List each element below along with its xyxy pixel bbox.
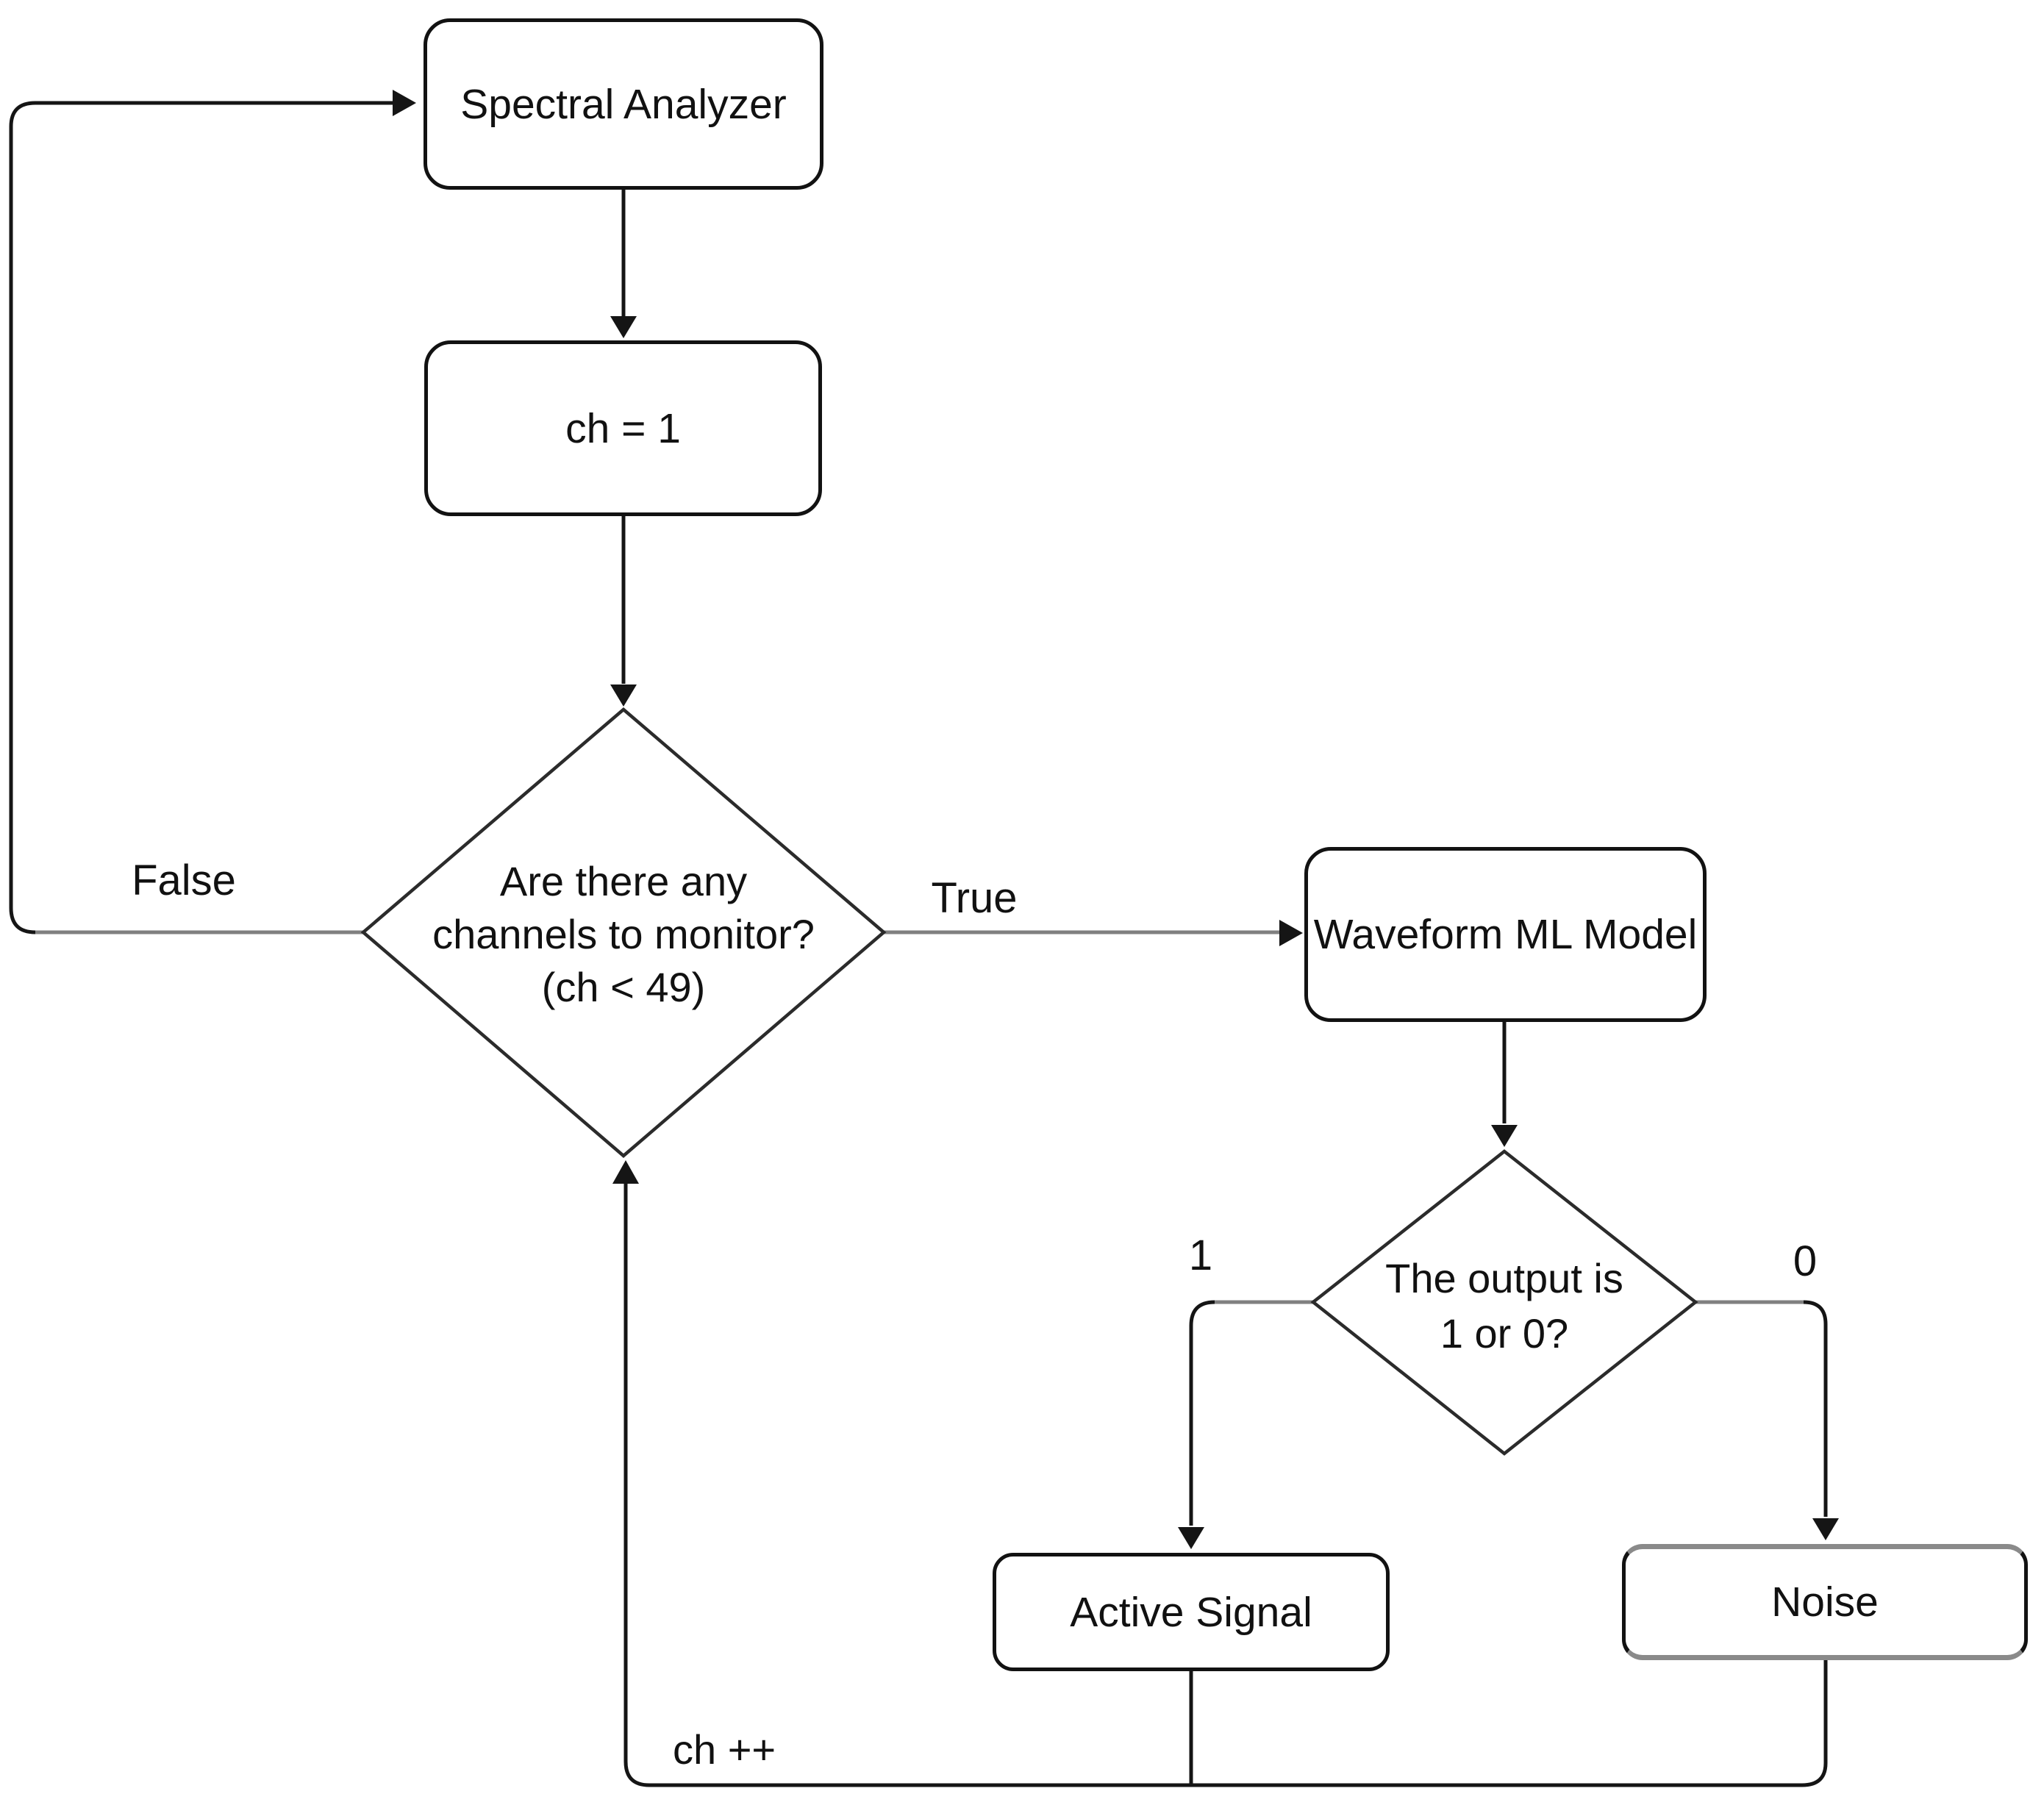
edge-increment-rail — [623, 1184, 1828, 1787]
arrowhead-into-spectral — [393, 90, 416, 116]
edge-label-false: False — [132, 857, 236, 904]
edge-label-increment: ch ++ — [673, 1726, 776, 1773]
diamond-output-decision — [1310, 1149, 1698, 1456]
edge-one-vertical — [1189, 1300, 1215, 1526]
diamond-channels-decision-line1: Are there any — [499, 858, 748, 904]
node-active-signal: Active Signal — [993, 1553, 1390, 1671]
diamond-channels-decision-line3: (ch < 49) — [541, 964, 706, 1010]
diamond-output-decision-text: The output is 1 or 0? — [1357, 1251, 1651, 1361]
diamond-output-decision-line1: The output is — [1385, 1255, 1623, 1301]
arrowhead-into-decision-top — [610, 685, 637, 707]
node-waveform-ml-model-label: Waveform ML Model — [1313, 911, 1698, 958]
arrowhead-into-waveform — [1279, 920, 1303, 946]
diamond-channels-decision-text: Are there any channels to monitor? (ch <… — [396, 855, 851, 1014]
arrowhead-into-output-decision — [1491, 1125, 1518, 1147]
edge-label-true: True — [931, 874, 1018, 922]
node-noise: Noise — [1622, 1544, 2028, 1660]
edge-zero-vertical — [1803, 1300, 1828, 1517]
arrowhead-into-noise — [1812, 1518, 1839, 1540]
diamond-channels-decision — [360, 707, 887, 1158]
edge-label-one: 1 — [1188, 1232, 1213, 1279]
node-spectral-analyzer: Spectral Analyzer — [424, 18, 823, 190]
edge-false-loop — [9, 101, 393, 934]
node-spectral-analyzer-label: Spectral Analyzer — [460, 80, 787, 128]
diamond-output-decision-line2: 1 or 0? — [1440, 1310, 1569, 1357]
node-active-signal-label: Active Signal — [1070, 1588, 1312, 1636]
arrowhead-into-decision-bottom — [612, 1160, 639, 1184]
arrowhead-into-active-signal — [1178, 1527, 1204, 1549]
arrowhead-into-chinit — [610, 316, 637, 338]
diamond-channels-decision-line2: channels to monitor? — [432, 911, 815, 957]
edge-label-zero: 0 — [1793, 1237, 1818, 1285]
node-ch-init: ch = 1 — [424, 340, 822, 516]
node-waveform-ml-model: Waveform ML Model — [1304, 847, 1707, 1022]
node-ch-init-label: ch = 1 — [565, 404, 681, 452]
node-noise-label: Noise — [1771, 1579, 1879, 1626]
